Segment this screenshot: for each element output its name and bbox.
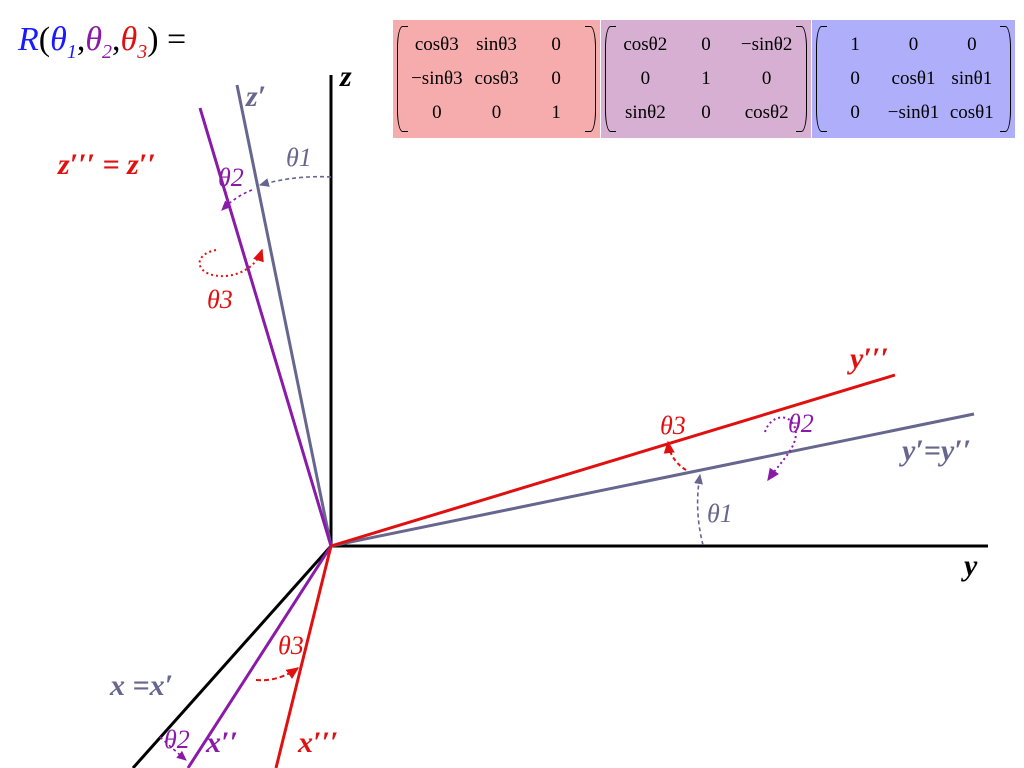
matrix-theta1-cell: 0 xyxy=(908,34,919,55)
formula-comma2: , xyxy=(112,21,121,58)
formula-theta1: θ xyxy=(50,21,67,58)
z-prime-axis-line xyxy=(235,84,333,547)
theta1-y-label: θ1 xyxy=(707,499,733,528)
matrix-theta2-cell: 0 xyxy=(761,68,772,89)
z-triple-eq-double-label: z′′′ = z′′ xyxy=(57,148,156,181)
matrix-theta3-cell: −sinθ3 xyxy=(411,68,463,89)
formula-theta3: θ xyxy=(120,21,138,58)
matrix-theta3-cell: 0 xyxy=(432,102,442,123)
matrix-theta2-cell: −sinθ2 xyxy=(740,34,793,55)
z-prime-axis-label: z′ xyxy=(245,80,266,113)
matrix-theta3-grid: cosθ3 sinθ3 0 −sinθ3 cosθ3 0 0 0 1 xyxy=(407,28,586,130)
x-axis-line xyxy=(131,545,333,768)
formula-close-equals: ) = xyxy=(147,21,187,58)
matrix-theta3-cell: sinθ3 xyxy=(476,34,517,55)
matrix-theta3-left-bracket xyxy=(397,26,408,132)
formula-R: R xyxy=(18,21,39,58)
matrix-theta2-cell: 0 xyxy=(640,68,651,89)
matrix-theta1-cell: sinθ1 xyxy=(951,68,993,89)
y-triple-axis-label: y′′′ xyxy=(847,342,889,375)
formula-comma1: , xyxy=(76,21,86,58)
matrix-theta3-cell: 0 xyxy=(491,102,502,123)
x-double-axis-line xyxy=(186,545,333,768)
matrix-theta3-cell: 0 xyxy=(551,34,561,55)
matrix-theta2-cell: 0 xyxy=(701,102,711,123)
matrix-theta2-left-bracket xyxy=(605,26,616,132)
matrix-theta1-cell: cosθ1 xyxy=(891,68,936,89)
matrix-theta1-left-bracket xyxy=(816,26,827,132)
matrix-theta1-right-bracket xyxy=(1000,26,1011,132)
matrix-theta2-right-bracket xyxy=(796,26,807,132)
matrix-theta2-cell: 1 xyxy=(701,68,711,89)
y-prime-axis-line xyxy=(330,412,975,548)
theta1-y-arc xyxy=(694,473,704,546)
matrix-theta2-cell: cosθ2 xyxy=(623,34,668,55)
theta2-z-label: θ2 xyxy=(218,163,244,192)
matrix-theta3-cell: 0 xyxy=(551,68,561,89)
theta2-x-arc xyxy=(159,736,187,761)
theta3-z-label: θ3 xyxy=(207,285,233,314)
matrix-theta2-grid: cosθ2 0 −sinθ2 0 1 0 sinθ2 0 cosθ2 xyxy=(615,28,797,130)
matrix-theta1-cell: cosθ1 xyxy=(949,102,994,123)
formula-theta2: θ xyxy=(85,21,103,58)
x-eq-prime-label: x =x′ xyxy=(109,669,173,702)
theta2-y-label: θ2 xyxy=(788,409,814,438)
rotation-formula: R(θ1,θ2,θ3) = xyxy=(18,20,186,72)
formula-theta3-sub: 3 xyxy=(137,40,148,63)
matrix-theta1-cell: 0 xyxy=(967,34,977,55)
matrix-theta1-grid: 1 0 0 0 cosθ1 sinθ1 0 −sinθ1 cosθ1 xyxy=(826,28,1001,130)
matrix-theta3-right-bracket xyxy=(585,26,596,132)
formula-open-paren: ( xyxy=(38,21,51,58)
y-triple-axis-line xyxy=(330,373,896,548)
theta1-z-arc xyxy=(258,175,332,187)
matrix-theta1-cell: −sinθ1 xyxy=(887,102,940,123)
x-triple-axis-line xyxy=(274,545,333,768)
matrix-theta3-cell: cosθ3 xyxy=(414,34,459,55)
theta3-x-label: θ3 xyxy=(278,631,304,660)
formula-theta1-sub: 1 xyxy=(66,40,77,63)
matrix-theta2: cosθ2 0 −sinθ2 0 1 0 sinθ2 0 cosθ2 xyxy=(601,20,811,138)
matrix-theta1-cell: 1 xyxy=(850,34,860,55)
x-double-axis-label: x′′ xyxy=(205,726,238,759)
theta3-y-label: θ3 xyxy=(660,411,686,440)
matrix-theta1-cell: 0 xyxy=(850,102,860,123)
theta3-x-arc xyxy=(255,667,300,682)
matrix-theta3-cell: cosθ3 xyxy=(474,68,519,89)
theta1-z-label: θ1 xyxy=(286,143,312,172)
matrix-theta1-cell: 0 xyxy=(850,68,860,89)
z-triple-axis-line xyxy=(198,107,333,547)
matrix-theta2-cell: 0 xyxy=(701,34,711,55)
theta2-z-arc xyxy=(221,189,253,211)
x-triple-axis-label: x′′′ xyxy=(297,726,338,759)
matrix-theta3-cell: 1 xyxy=(551,102,561,123)
matrix-theta2-cell: cosθ2 xyxy=(744,102,789,123)
theta2-y-spin xyxy=(764,416,797,482)
theta3-z-spin xyxy=(198,248,264,278)
matrix-theta1: 1 0 0 0 cosθ1 sinθ1 0 −sinθ1 cosθ1 xyxy=(812,20,1015,138)
matrix-theta3: cosθ3 sinθ3 0 −sinθ3 cosθ3 0 0 0 1 xyxy=(393,20,600,138)
y-prime-eq-double-label: y′=y′′ xyxy=(899,434,971,467)
theta3-y-arc xyxy=(663,440,687,471)
formula-theta2-sub: 2 xyxy=(102,40,113,63)
z-axis-label: z xyxy=(339,60,352,93)
matrix-theta2-cell: sinθ2 xyxy=(624,102,666,123)
theta2-x-label: θ2 xyxy=(164,725,190,754)
y-axis-label: y xyxy=(961,549,978,582)
